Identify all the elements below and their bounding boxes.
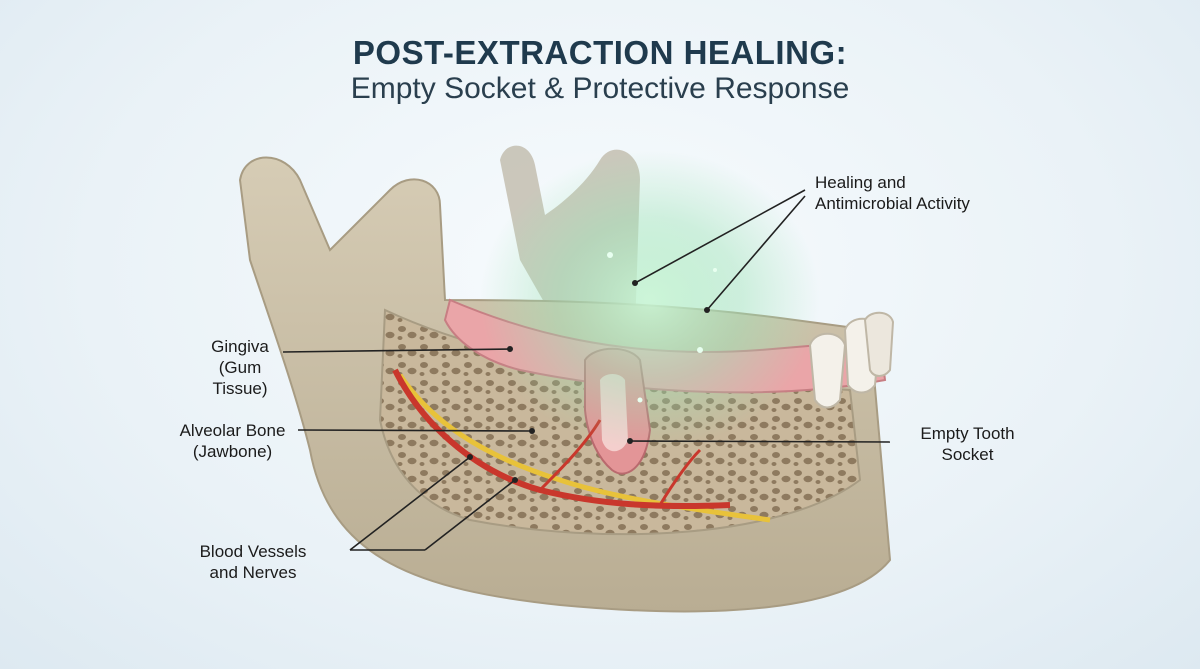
healing-glow <box>480 150 820 450</box>
leader-lines <box>282 189 891 551</box>
nerve <box>397 373 771 523</box>
label-healing: Healing and Antimicrobial Activity <box>815 173 970 213</box>
page-title: POST-EXTRACTION HEALING: <box>352 34 848 71</box>
page-subtitle: Empty Socket & Protective Response <box>350 72 850 105</box>
label-alveolar-bone: Alveolar Bone (Jawbone) <box>179 421 286 461</box>
label-empty-socket: Empty Tooth Socket <box>920 424 1015 464</box>
label-blood-vessels: Blood Vessels and Nerves <box>199 542 307 582</box>
label-gingiva: Gingiva (Gum Tissue) <box>211 337 269 398</box>
blood-vessel <box>392 368 731 510</box>
molar-teeth <box>808 311 895 409</box>
